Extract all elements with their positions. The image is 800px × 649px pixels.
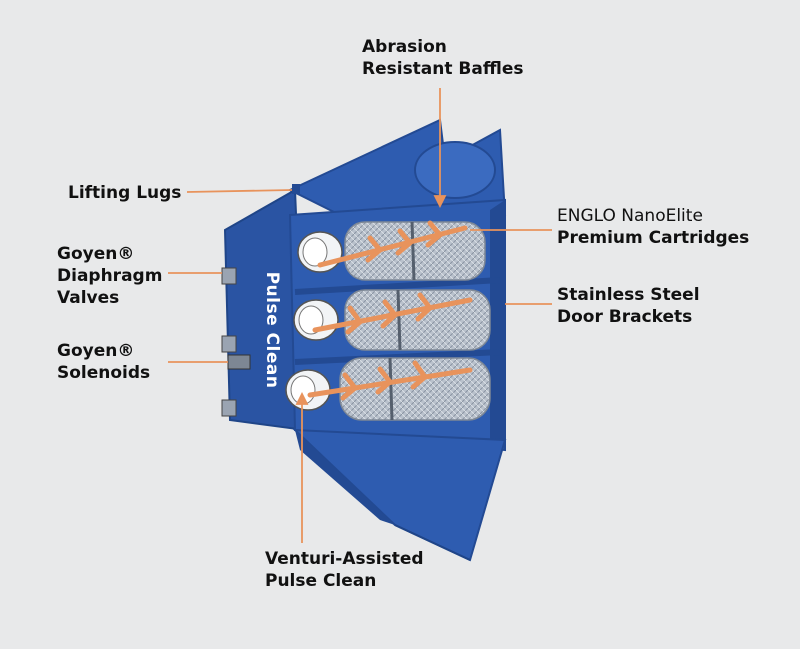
label-abrasion-line1: Abrasion — [362, 37, 447, 57]
pulse-clean-vertical-label: Pulse Clean — [262, 271, 282, 389]
label-englo-cartridges: ENGLO NanoElite Premium Cartridges — [557, 205, 749, 249]
leader-lines — [168, 88, 552, 543]
label-cartridges-line2: Premium Cartridges — [557, 228, 750, 248]
pulse-arrow-bottom — [307, 360, 473, 401]
label-venturi-line1: Venturi-Assisted — [265, 549, 424, 569]
label-diaphragm-line2: Diaphragm — [57, 266, 163, 286]
label-diaphragm-line3: Valves — [57, 288, 120, 308]
label-solenoids-line1: Goyen® — [57, 341, 135, 361]
label-venturi-assisted: Venturi-Assisted Pulse Clean — [265, 548, 424, 592]
cartridge-top — [344, 221, 486, 281]
label-door-line2: Door Brackets — [557, 307, 693, 327]
solenoids — [227, 354, 251, 370]
pulse-arrow-top — [317, 220, 468, 268]
pulse-arrow-middle — [312, 292, 473, 335]
leader-lifting-lugs — [186, 189, 293, 193]
diaphragm-valves — [221, 267, 237, 417]
label-venturi-line2: Pulse Clean — [265, 571, 377, 591]
label-cartridges-line1: ENGLO NanoElite — [557, 206, 703, 226]
label-abrasion-resistant-baffles: Abrasion Resistant Baffles — [362, 36, 523, 80]
label-solenoids-line2: Solenoids — [57, 363, 151, 383]
label-door-line1: Stainless Steel — [557, 285, 700, 305]
label-diaphragm-valves: Goyen® Diaphragm Valves — [57, 243, 162, 309]
pulse-arrows — [307, 220, 473, 401]
label-abrasion-line2: Resistant Baffles — [362, 59, 524, 79]
label-lifting-lugs: Lifting Lugs — [68, 183, 182, 203]
label-solenoids: Goyen® Solenoids — [57, 340, 150, 384]
label-door-brackets: Stainless Steel Door Brackets — [557, 284, 700, 328]
label-diaphragm-line1: Goyen® — [57, 244, 135, 264]
venturi-middle — [293, 299, 339, 341]
